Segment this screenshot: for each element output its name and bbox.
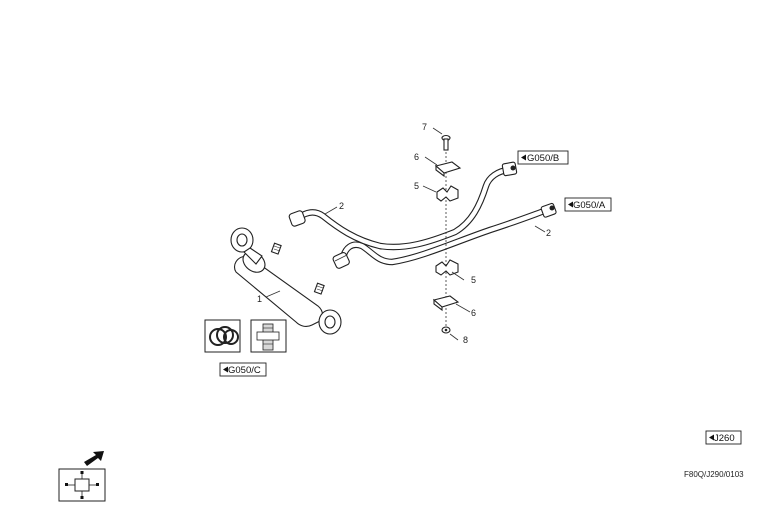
clamp-half-5-lower (435, 259, 459, 276)
plate-6-lower (432, 295, 460, 312)
hose-b-nut-right (501, 161, 518, 177)
ref-j260[interactable]: J260 (705, 430, 742, 445)
ref-g050-a-label: G050/A (573, 200, 606, 211)
callout-7: 7 (422, 122, 427, 132)
cylinder-port-lower (313, 282, 325, 295)
ref-g050-c-label: G050/C (228, 365, 261, 376)
ref-g050-b-label: G050/B (527, 153, 559, 164)
callout-2-right: 2 (546, 228, 551, 238)
hose-a-nut-right (540, 202, 557, 218)
drawing-code: F80Q/J290/0103 (684, 470, 744, 479)
callout-6-upper: 6 (414, 152, 419, 162)
callout-5-upper: 5 (414, 181, 419, 191)
seal-kit-rings-box (204, 319, 241, 353)
clamp-half-5-upper (436, 185, 459, 202)
callout-6-lower: 6 (471, 308, 476, 318)
callout-5-lower: 5 (471, 275, 476, 285)
hose-assembly-a (332, 202, 557, 269)
hydraulic-cylinder (230, 227, 342, 335)
seal-kit-fitting-box (250, 319, 287, 353)
hose-b-fitting-left (288, 210, 306, 227)
ref-g050-b[interactable]: G050/B (517, 150, 569, 165)
ref-g050-a[interactable]: G050/A (564, 197, 612, 212)
cylinder-eye-left (230, 227, 263, 265)
hose-assembly-b (288, 161, 518, 251)
hose-a-fitting-left (332, 252, 350, 269)
nut-8 (441, 326, 451, 334)
cylinder-eye-right (318, 309, 342, 335)
plate-6-upper (434, 161, 462, 178)
callout-8: 8 (463, 335, 468, 345)
ref-g050-c[interactable]: G050/C (219, 362, 267, 377)
clamp-stack (432, 134, 462, 334)
bolt-7 (441, 134, 451, 151)
machine-location-icon (58, 468, 106, 502)
callout-1: 1 (257, 294, 262, 304)
ref-j260-label: J260 (714, 433, 735, 444)
callout-2-upper: 2 (339, 201, 344, 211)
direction-arrow-icon (84, 451, 104, 466)
cylinder-port-upper (270, 242, 282, 255)
